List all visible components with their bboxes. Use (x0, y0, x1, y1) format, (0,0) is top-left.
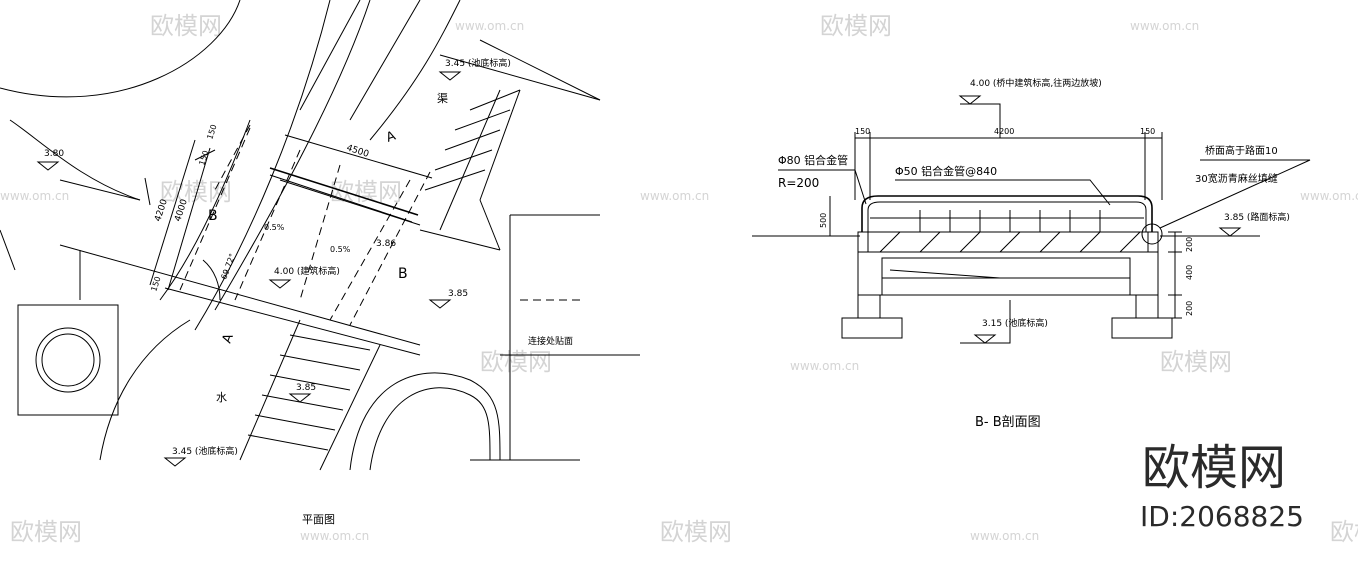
watermark-brand: 欧模网 (150, 12, 222, 40)
watermark-site: www.om.cn (970, 529, 1039, 543)
plan-angle: 69.72° (219, 252, 237, 280)
plan-elev-385a: 3.85 (448, 289, 468, 299)
section-dim-150r: 150 (1140, 127, 1155, 136)
plan-elev-380: 3.80 (44, 149, 64, 159)
watermark-brand: 欧模网 (480, 348, 552, 376)
watermark-brand: 欧模网 (1160, 348, 1232, 376)
plan-title: 平面图 (302, 513, 335, 526)
plan-dim-4000: 4000 (173, 198, 190, 223)
plan-slope-1: 0.5% (264, 223, 285, 232)
watermark-site: www.om.cn (455, 19, 524, 33)
brand-name: 欧模网 (1142, 440, 1286, 496)
section-pipe80: Φ80 铝合金管 (778, 153, 848, 167)
watermark-brand: 欧模网 (10, 518, 82, 546)
watermark-site: www.om.cn (0, 189, 69, 203)
plan-building-elev: 4.00 (建筑标高) (274, 265, 340, 277)
plan-pool-bottom-low: 3.45 (池底标高) (172, 445, 238, 457)
section-dim-200a: 200 (1185, 237, 1194, 252)
section-pool-bottom: 3.15 (池底标高) (982, 317, 1048, 329)
section-dim-200b: 200 (1185, 301, 1194, 316)
watermark-brand: 欧模网 (1330, 518, 1358, 546)
watermark-brand: 欧模网 (660, 518, 732, 546)
watermark-site: www.om.cn (300, 529, 369, 543)
plan-elev-385b: 3.85 (296, 383, 316, 393)
plan-water-label: 水 (216, 391, 227, 404)
section-road-elev: 3.85 (路面标高) (1224, 211, 1290, 223)
watermark-site: www.om.cn (1130, 19, 1199, 33)
plan-elev-386: 3.86 (376, 239, 396, 249)
plan-dim-150b: 150 (205, 123, 218, 140)
plan-pool-bottom-top: 3.45 (池底标高) (445, 57, 511, 69)
section-dim-400: 400 (1185, 265, 1194, 280)
plan-dim-150c: 150 (149, 275, 162, 292)
plan-canal-label: 渠 (437, 92, 448, 105)
plan-slope-2: 0.5% (330, 245, 351, 254)
watermark-brand: 欧模网 (820, 12, 892, 40)
plan-section-a-top: A (384, 129, 398, 146)
plan-dim-4200: 4200 (153, 198, 170, 223)
plan-section-b-right: B (398, 266, 408, 282)
section-bridge-high: 桥面高于路面10 (1205, 144, 1278, 157)
watermark-site: www.om.cn (790, 359, 859, 373)
plan-section-b-left: B (208, 208, 218, 224)
section-radius: R=200 (778, 176, 819, 190)
plan-dim-4500: 4500 (345, 143, 370, 160)
watermark-brand: 欧模网 (160, 178, 232, 206)
section-dim-500: 500 (819, 213, 828, 228)
plan-dim-150a: 150 (197, 149, 210, 166)
section-title: B- B剖面图 (975, 415, 1041, 430)
section-bridge-elev: 4.00 (桥中建筑标高,往两边放坡) (970, 77, 1102, 89)
brand-id: ID:2068825 (1140, 500, 1304, 533)
watermark-site: www.om.cn (640, 189, 709, 203)
section-pipe50: Φ50 铝合金管@840 (895, 164, 997, 178)
section-dim-4200: 4200 (994, 127, 1014, 136)
section-dim-150l: 150 (855, 127, 870, 136)
watermark-site: www.om.cn (1300, 189, 1358, 203)
watermark-brand: 欧模网 (330, 178, 402, 206)
plan-section-a-bottom: A (220, 332, 237, 346)
plan-join-label: 连接处贴面 (528, 335, 573, 347)
section-joint: 30宽沥青麻丝填缝 (1195, 172, 1278, 185)
